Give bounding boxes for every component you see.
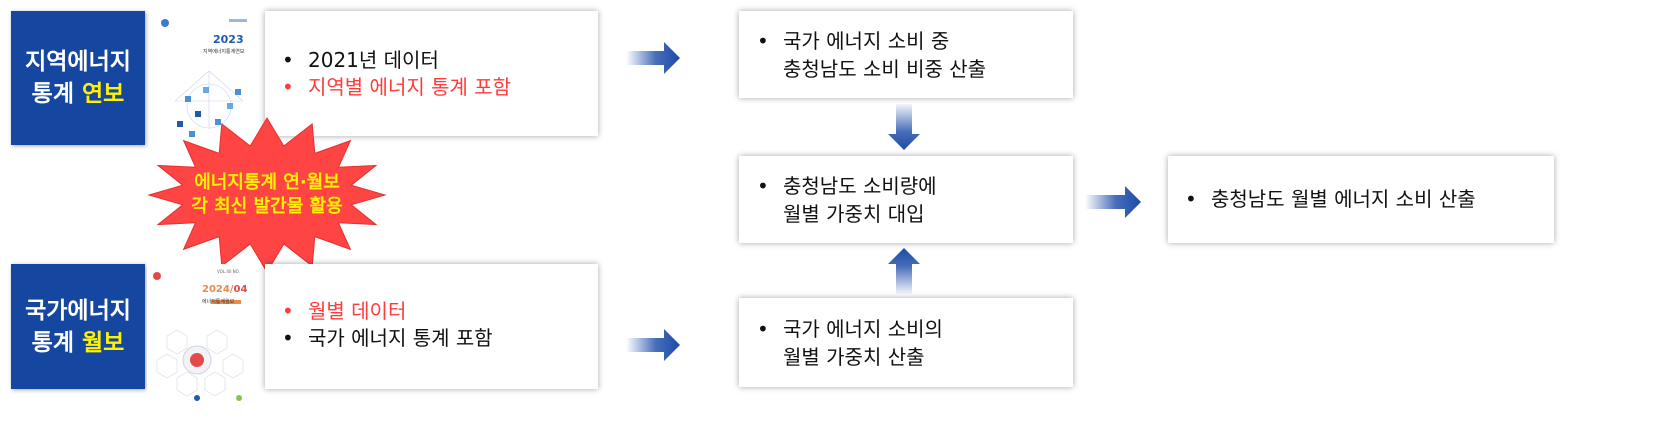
monthly-cover-vol: VOL.40 NO. xyxy=(217,269,240,274)
annual-bullet-item: 2021년 데이터 xyxy=(282,47,598,74)
annual-bullet-item-highlight: 지역별 에너지 통계 포함 xyxy=(282,74,598,101)
step-box-apply-weights: • 충청남도 소비량에 월별 가중치 대입 xyxy=(739,156,1073,243)
step-box-share: • 국가 에너지 소비 중 충청남도 소비 비중 산출 xyxy=(739,11,1073,98)
monthly-report-cover: VOL.40 NO. 2024/04 에너지통계월보 xyxy=(147,264,253,404)
monthly-bullet-list: 월별 데이터 국가 에너지 통계 포함 xyxy=(282,298,598,352)
bullet-icon: • xyxy=(1185,187,1197,211)
result-box: • 충청남도 월별 에너지 소비 산출 xyxy=(1168,156,1554,243)
bullet-icon: • xyxy=(757,29,769,53)
right-arrow-icon xyxy=(626,42,680,74)
annual-title-highlight: 연보 xyxy=(82,81,125,107)
starburst-line1: 에너지통계 연·월보 xyxy=(194,172,340,193)
starburst-label: 에너지통계 연·월보 각 최신 발간물 활용 xyxy=(147,171,387,219)
annual-title-box: 지역에너지 통계 연보 xyxy=(11,11,145,145)
step-share-line1: 국가 에너지 소비 중 xyxy=(783,29,950,53)
step-weights-line1: 국가 에너지 소비의 xyxy=(783,317,943,341)
step-box-monthly-weights: • 국가 에너지 소비의 월별 가중치 산출 xyxy=(739,298,1073,387)
annual-report-cover: 2023 지역에너지통계연보 xyxy=(155,11,263,147)
down-arrow-icon xyxy=(888,104,920,150)
bullet-icon: • xyxy=(757,174,769,198)
annual-title-line1: 지역에너지 xyxy=(25,49,131,75)
annual-title-line2: 통계 연보 xyxy=(31,81,125,107)
monthly-title-box: 국가에너지 통계 월보 xyxy=(11,264,145,389)
annual-cover-year: 2023 xyxy=(213,33,244,46)
monthly-cover-title: 에너지통계월보 xyxy=(202,299,235,305)
starburst-line2: 각 최신 발간물 활용 xyxy=(191,196,343,217)
monthly-title-line1: 국가에너지 xyxy=(25,297,131,324)
monthly-cover-date: 2024/04 xyxy=(202,284,248,295)
monthly-title-line2: 통계 월보 xyxy=(31,329,125,356)
up-arrow-icon xyxy=(888,248,920,294)
step-apply-line2: 월별 가중치 대입 xyxy=(783,202,925,226)
result-text: 충청남도 월별 에너지 소비 산출 xyxy=(1211,187,1476,211)
monthly-bullet-panel: 월별 데이터 국가 에너지 통계 포함 xyxy=(265,264,598,389)
monthly-title-highlight: 월보 xyxy=(82,329,125,356)
right-arrow-icon xyxy=(626,329,680,361)
annual-cover-title: 지역에너지통계연보 xyxy=(203,49,245,55)
right-arrow-icon xyxy=(1085,186,1141,218)
step-apply-line1: 충청남도 소비량에 xyxy=(783,174,937,198)
annual-bullet-panel: 2021년 데이터 지역별 에너지 통계 포함 xyxy=(265,11,598,136)
step-share-line2: 충청남도 소비 비중 산출 xyxy=(783,57,987,81)
annual-cover-graphic xyxy=(155,11,263,147)
annual-bullet-list: 2021년 데이터 지역별 에너지 통계 포함 xyxy=(282,47,598,101)
monthly-bullet-item: 국가 에너지 통계 포함 xyxy=(282,325,598,352)
step-weights-line2: 월별 가중치 산출 xyxy=(783,345,925,369)
monthly-cover-graphic xyxy=(147,264,253,404)
bullet-icon: • xyxy=(757,317,769,341)
monthly-bullet-item-highlight: 월별 데이터 xyxy=(282,298,598,325)
